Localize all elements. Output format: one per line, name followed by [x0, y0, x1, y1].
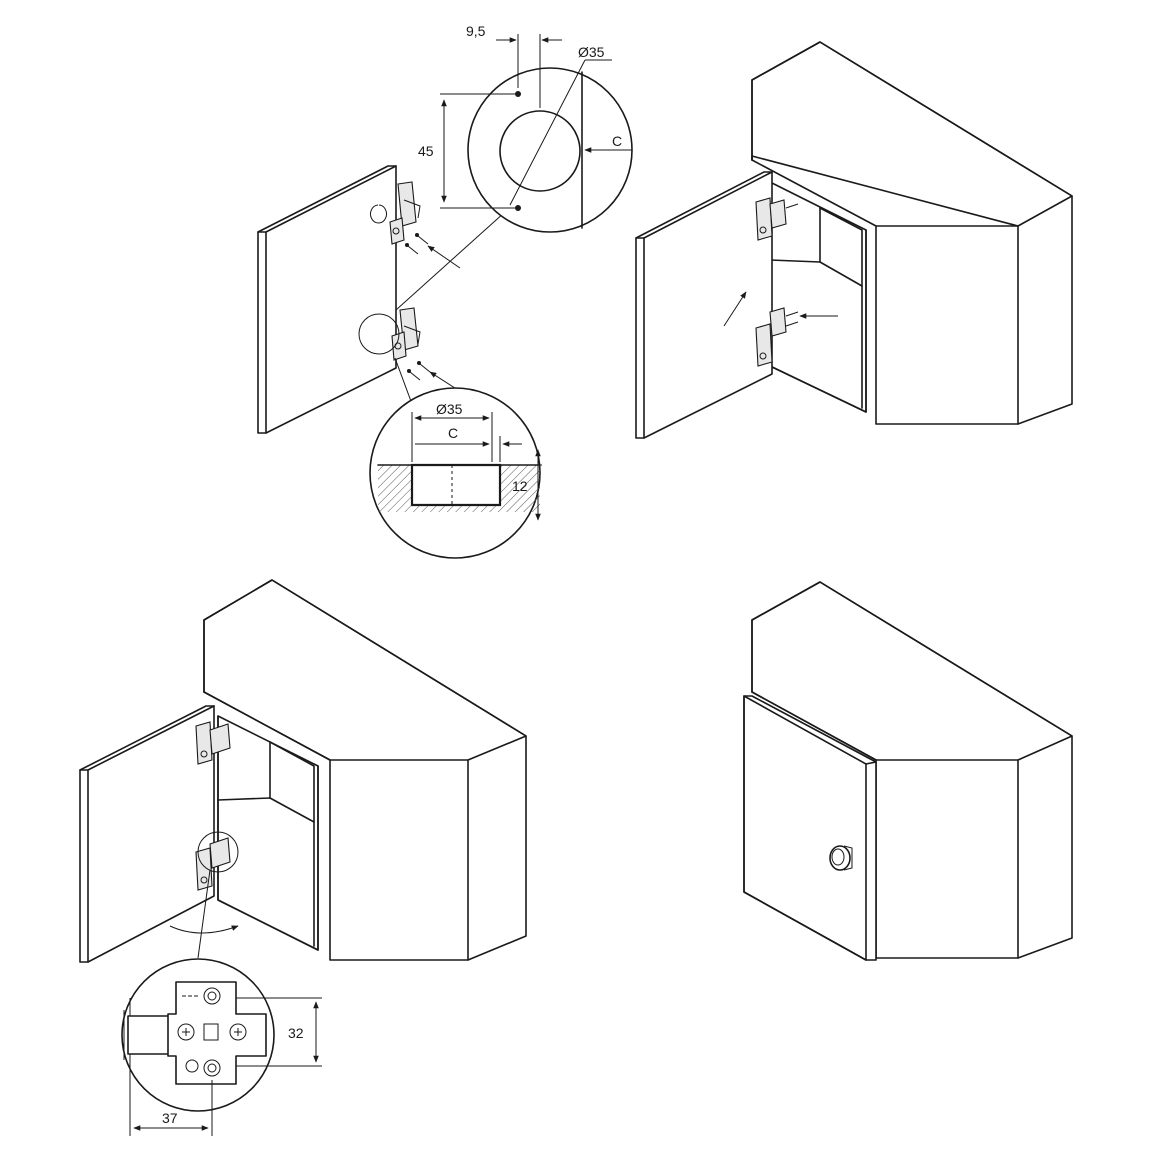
detail-hinge-plate: 32 37: [121, 958, 322, 1136]
screws-lower: [407, 361, 459, 391]
step4-finished-cabinet: [743, 581, 1073, 961]
dim-section-diameter-label: Ø35: [436, 401, 463, 417]
dim-section-c-label: C: [448, 425, 458, 441]
screws-upper: [405, 233, 461, 269]
step3-hinge-adjustment: [79, 579, 527, 963]
hinge-lower: [391, 307, 421, 361]
step3-hinge-upper: [195, 721, 231, 765]
dim-9-5-label: 9,5: [466, 23, 486, 39]
detail-top-view: 9,5 Ø35 45 C: [418, 23, 633, 233]
step2-hinge-lower: [755, 307, 799, 367]
step2-cabinet-mounting: [635, 41, 1073, 439]
detail-section-view: Ø35 C 12: [369, 387, 542, 559]
hinge-upper: [370, 181, 421, 245]
dim-c-label: C: [612, 133, 622, 149]
dim-32-label: 32: [288, 1025, 304, 1041]
dim-diameter-35-label: Ø35: [578, 44, 605, 60]
door-knob: [829, 845, 853, 871]
dim-12-label: 12: [512, 478, 528, 494]
detail-callout-circle: [358, 313, 400, 355]
step3-callout-circle: [197, 831, 239, 873]
step1-door-drilling: [257, 165, 506, 434]
step3-hinge-lower: [195, 837, 231, 891]
dim-45-label: 45: [418, 143, 434, 159]
step2-hinge-upper: [755, 197, 799, 241]
dim-37-label: 37: [162, 1110, 178, 1126]
